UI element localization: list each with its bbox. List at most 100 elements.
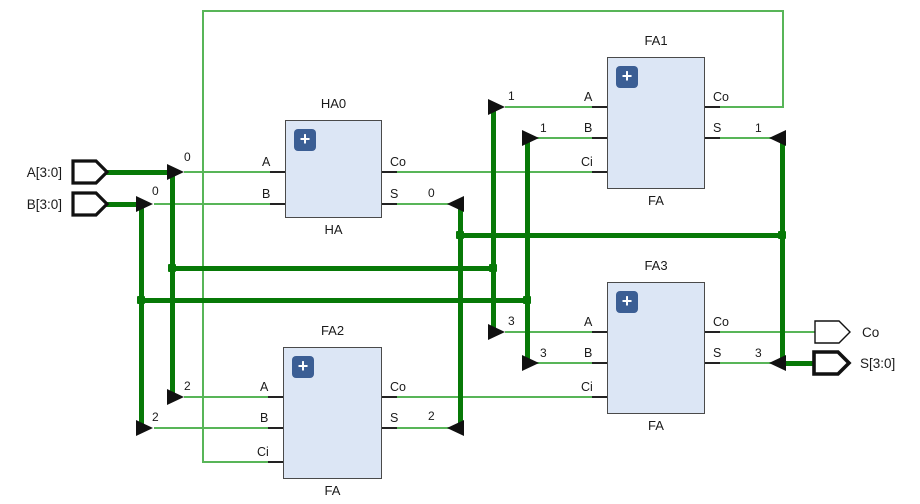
pin-label-s: S	[390, 411, 399, 425]
input-pin-icon	[71, 191, 110, 217]
output-pin-icon	[814, 320, 851, 344]
bit-wire-a2[interactable]	[184, 396, 268, 398]
pin-stub	[690, 106, 720, 108]
wire-junction-dot	[168, 264, 176, 272]
bus-tap-triangle-b1[interactable]	[522, 130, 539, 146]
bit-label-b3: 3	[540, 346, 547, 360]
pin-label-a: A	[262, 155, 271, 169]
pin-label-a: A	[584, 90, 593, 104]
block-type-label: FA	[648, 193, 664, 208]
bit-wire-b2[interactable]	[154, 427, 268, 429]
bus-tap-triangle-b3[interactable]	[522, 355, 539, 371]
bus-tap-triangle-a0[interactable]	[167, 164, 184, 180]
bit-wire-loop-right-v[interactable]	[782, 10, 784, 108]
pin-stub	[690, 362, 720, 364]
bit-label-s0: 0	[428, 186, 435, 200]
bit-wire-fa3-s[interactable]	[720, 362, 772, 364]
pin-stub	[367, 427, 397, 429]
bus-a-input-h[interactable]	[104, 170, 175, 175]
pin-label-a: A	[584, 315, 593, 329]
bit-wire-fa2-s[interactable]	[397, 427, 450, 429]
bit-wire-fa2-co-to-fa3-ci[interactable]	[397, 396, 592, 398]
bit-label-b1: 1	[540, 121, 547, 135]
block-type-label: FA	[648, 418, 664, 433]
plus-icon: +	[616, 291, 638, 313]
bus-b-mid-h[interactable]	[139, 298, 530, 303]
bit-wire-b1[interactable]	[537, 137, 592, 139]
block-title-ha0: HA0	[320, 96, 347, 111]
pin-label-s: S	[390, 187, 399, 201]
pin-stub	[367, 203, 397, 205]
pin-stub	[690, 331, 720, 333]
bit-wire-b3[interactable]	[537, 362, 592, 364]
bit-wire-b0[interactable]	[154, 203, 270, 205]
plus-icon: +	[294, 129, 316, 151]
bit-wire-a1[interactable]	[505, 106, 592, 108]
bus-s-output-h[interactable]	[780, 361, 814, 366]
pin-label-b: B	[262, 187, 271, 201]
pin-label-co: Co	[390, 155, 406, 169]
wire-junction-dot	[456, 231, 464, 239]
bit-wire-fa3-co-to-out[interactable]	[720, 331, 815, 333]
bus-merge-triangle-s2[interactable]	[447, 420, 464, 436]
bus-merge-triangle-s1[interactable]	[769, 130, 786, 146]
input-port-a-label: A[3:0]	[26, 165, 62, 180]
bus-a-right-v[interactable]	[491, 105, 496, 334]
bus-merge-triangle-s0[interactable]	[447, 196, 464, 212]
pin-label-s: S	[713, 121, 722, 135]
pin-label-b: B	[584, 346, 593, 360]
output-port-s-label: S[3:0]	[860, 356, 896, 371]
pin-label-ci: Ci	[581, 155, 593, 169]
bit-wire-loop-to-fa2-ci[interactable]	[202, 461, 268, 463]
bit-wire-loop-left-v[interactable]	[202, 10, 204, 463]
pin-label-ci: Ci	[257, 445, 269, 459]
bus-b-left-v[interactable]	[139, 202, 144, 430]
block-type-label: HA	[324, 222, 343, 237]
bus-merge-triangle-s3[interactable]	[769, 355, 786, 371]
bit-label-b0: 0	[152, 184, 159, 198]
bus-b-right-v[interactable]	[525, 136, 530, 365]
bus-a-left-v[interactable]	[170, 170, 175, 399]
bus-tap-triangle-a2[interactable]	[167, 389, 184, 405]
input-port-b-label: B[3:0]	[26, 197, 62, 212]
bus-tap-triangle-b0[interactable]	[136, 196, 153, 212]
pin-stub	[690, 137, 720, 139]
pin-label-co: Co	[390, 380, 406, 394]
plus-icon: +	[616, 66, 638, 88]
bit-wire-a3[interactable]	[505, 331, 592, 333]
wire-junction-dot	[489, 264, 497, 272]
bit-label-s2: 2	[428, 409, 435, 423]
block-title-fa2: FA2	[320, 323, 345, 338]
pin-label-ci: Ci	[581, 380, 593, 394]
wire-junction-dot	[137, 296, 145, 304]
bus-s-left-v[interactable]	[458, 202, 463, 430]
wire-junction-dot	[778, 231, 786, 239]
block-type-label: FA	[324, 483, 341, 498]
pin-label-co: Co	[713, 315, 729, 329]
bit-label-s3: 3	[755, 346, 762, 360]
bit-label-a3: 3	[508, 314, 515, 328]
bit-wire-loop-top-h[interactable]	[202, 10, 784, 12]
pin-label-s: S	[713, 346, 722, 360]
bit-wire-fa1-s[interactable]	[720, 137, 772, 139]
block-title-fa1: FA1	[644, 33, 668, 48]
pin-label-b: B	[584, 121, 593, 135]
bus-a-mid-h[interactable]	[170, 266, 496, 271]
output-port-co-label: Co	[862, 325, 880, 340]
input-pin-icon	[71, 159, 110, 185]
bus-s-right-v[interactable]	[780, 136, 785, 365]
bus-tap-triangle-a1[interactable]	[488, 99, 505, 115]
bus-s-mid-h[interactable]	[458, 233, 785, 238]
bit-label-a1: 1	[508, 89, 515, 103]
bit-wire-a0[interactable]	[184, 171, 270, 173]
bit-label-s1: 1	[755, 121, 762, 135]
bus-tap-triangle-b2[interactable]	[136, 420, 153, 436]
bus-b-input-h[interactable]	[104, 202, 144, 207]
bit-wire-ha0-s[interactable]	[397, 203, 450, 205]
bit-wire-fa1-co-h[interactable]	[720, 106, 784, 108]
pin-stub	[367, 396, 397, 398]
bit-label-a2: 2	[184, 379, 191, 393]
bus-tap-triangle-a3[interactable]	[488, 324, 505, 340]
wire-junction-dot	[523, 296, 531, 304]
